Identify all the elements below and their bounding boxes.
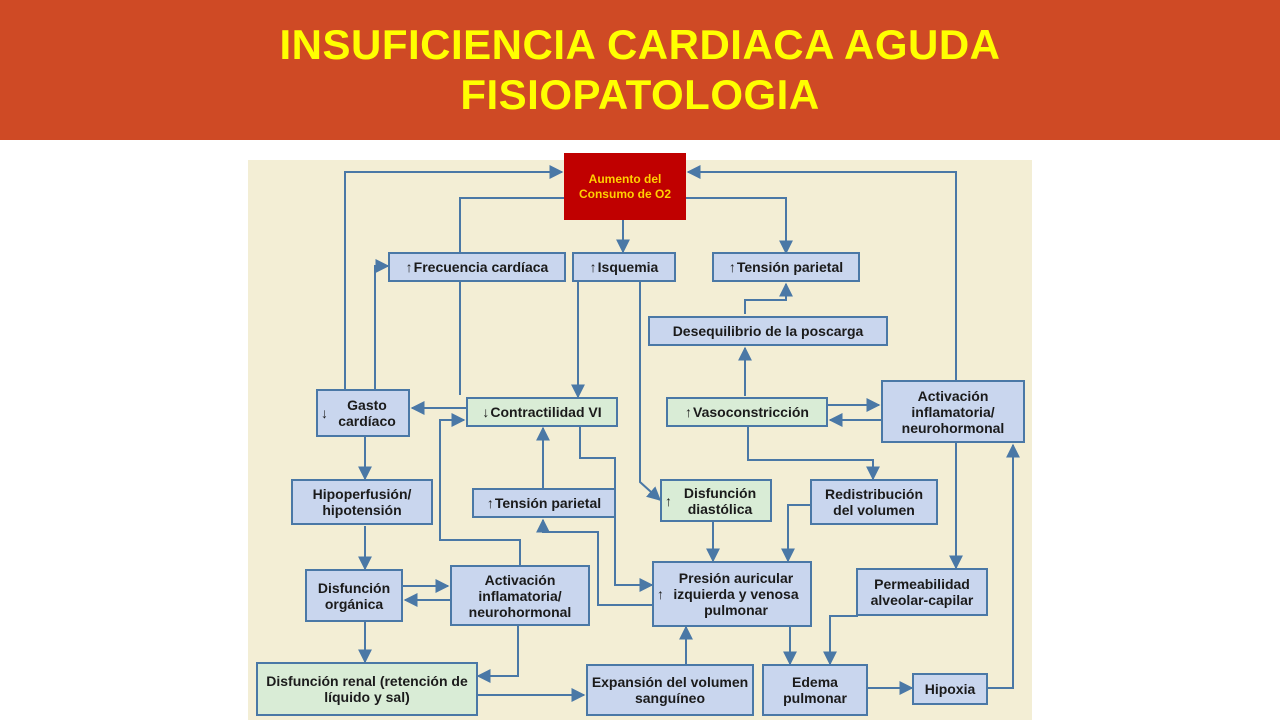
node-presion-auricular: ↑Presión auricular izquierda y venosa pu… bbox=[652, 561, 812, 627]
node-desequilibrio-poscarga: Desequilibrio de la poscarga bbox=[648, 316, 888, 346]
node-expansion-volumen: Expansión del volumen sanguíneo bbox=[586, 664, 754, 716]
node-activacion-left: Activación inflamatoria/ neurohormonal bbox=[450, 565, 590, 626]
title-line-2: FISIOPATOLOGIA bbox=[460, 71, 820, 118]
node-contractilidad-vi: ↓Contractilidad VI bbox=[466, 397, 618, 427]
up-arrow-icon: ↑ bbox=[657, 586, 664, 602]
up-arrow-icon: ↑ bbox=[665, 492, 672, 509]
node-redistribucion: Redistribución del volumen bbox=[810, 479, 938, 525]
title-line-1: INSUFICIENCIA CARDIACA AGUDA bbox=[279, 21, 1001, 68]
node-disfuncion-renal: Disfunción renal (retención de líquido y… bbox=[256, 662, 478, 716]
node-activacion-right: Activación inflamatoria/ neurohormonal bbox=[881, 380, 1025, 443]
title-banner: INSUFICIENCIA CARDIACA AGUDA FISIOPATOLO… bbox=[0, 0, 1280, 140]
node-hipoxia: Hipoxia bbox=[912, 673, 988, 705]
node-vasoconstriccion: ↑Vasoconstricción bbox=[666, 397, 828, 427]
up-arrow-icon: ↑ bbox=[589, 259, 597, 275]
node-permeabilidad: Permeabilidad alveolar-capilar bbox=[856, 568, 988, 616]
up-arrow-icon: ↑ bbox=[685, 404, 693, 420]
node-tension-parietal-mid: ↑Tensión parietal bbox=[472, 488, 616, 518]
consumo-o2-box: Aumento del Consumo de O2 bbox=[564, 153, 686, 220]
node-disfuncion-diastolica: ↑Disfunción diastólica bbox=[660, 479, 772, 522]
node-isquemia: ↑Isquemia bbox=[572, 252, 676, 282]
node-edema-pulmonar: Edema pulmonar bbox=[762, 664, 868, 716]
down-arrow-icon: ↓ bbox=[482, 404, 490, 420]
node-hipoperfusion: Hipoperfusión/ hipotensión bbox=[291, 479, 433, 525]
node-tension-parietal-top: ↑Tensión parietal bbox=[712, 252, 860, 282]
node-frecuencia-cardiaca: ↑Frecuencia cardíaca bbox=[388, 252, 566, 282]
up-arrow-icon: ↑ bbox=[405, 259, 413, 275]
node-disfuncion-organica: Disfunción orgánica bbox=[305, 569, 403, 622]
down-arrow-icon: ↓ bbox=[321, 405, 328, 421]
up-arrow-icon: ↑ bbox=[728, 259, 736, 275]
node-gasto-cardiaco: ↓Gasto cardíaco bbox=[316, 389, 410, 437]
up-arrow-icon: ↑ bbox=[486, 495, 494, 511]
